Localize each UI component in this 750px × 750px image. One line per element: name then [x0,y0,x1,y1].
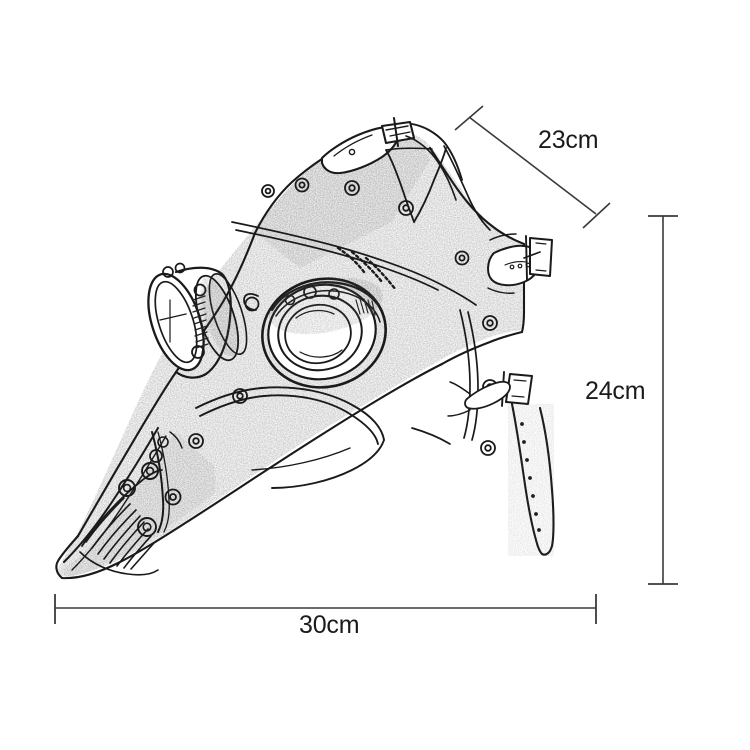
dimension-line-horizontal [54,594,597,624]
top-buckle-strap [320,117,491,231]
dimension-label-width: 30cm [299,611,360,639]
mask-lower-panel [195,386,385,489]
mask-panel-seams [231,221,479,445]
left-goggle-lens [147,262,248,379]
dimension-line-vertical [648,215,678,585]
dimension-label-diagonal: 23cm [538,126,599,154]
upper-side-buckle-strap [487,233,553,294]
right-goggle-lens [243,277,387,389]
beak-tip-detail [63,427,183,576]
dimension-label-height: 24cm [585,377,646,405]
dimension-line-diagonal [454,105,611,229]
lower-hanging-strap [447,371,555,556]
